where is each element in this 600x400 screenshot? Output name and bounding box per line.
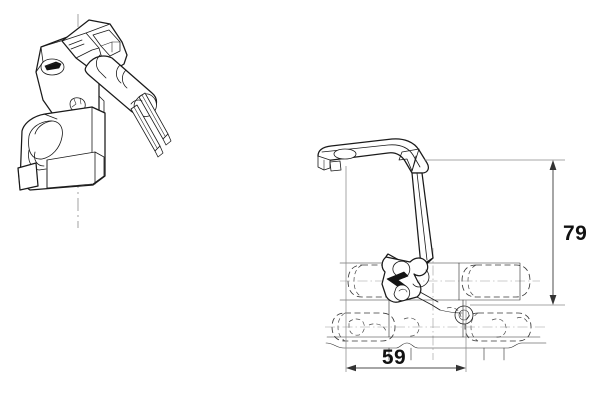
elevation-view: 79 59 (317, 138, 587, 372)
oval-mounting-hole (333, 148, 357, 160)
width-arrow-left (346, 364, 356, 372)
pin-terminals (130, 92, 172, 158)
width-arrow-right (456, 364, 466, 372)
isometric-view (17, 14, 172, 228)
hook-clamp (381, 253, 441, 311)
vertical-arm (411, 172, 434, 267)
keyhole-slot (40, 58, 65, 76)
cable-clip (17, 106, 106, 191)
phantom-reference-outline (325, 248, 545, 360)
base-rail-profile (325, 262, 547, 361)
height-dimension: 79 (424, 159, 587, 306)
width-dimension-value: 59 (382, 346, 406, 369)
plate-clip-strut (43, 113, 58, 120)
height-arrow-top (549, 160, 557, 170)
top-flange (317, 138, 429, 174)
height-dimension-value: 79 (563, 222, 587, 245)
pin-terminal-1 (138, 92, 172, 146)
clamp-rail-tab (439, 309, 463, 314)
pin-terminal-2 (130, 104, 164, 158)
width-dimension: 59 (345, 166, 467, 372)
height-arrow-bottom (549, 295, 557, 305)
